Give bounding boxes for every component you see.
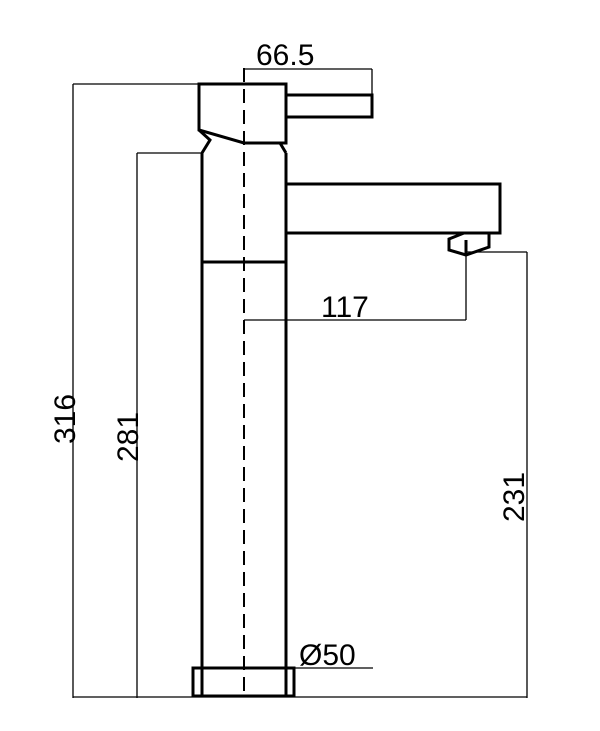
dim-label-total-height: 316: [49, 394, 82, 444]
handle-cap: [197, 82, 288, 145]
faucet-outline: [191, 82, 502, 698]
handle-lever: [286, 93, 374, 119]
dim-label-base-diameter: Ø50: [299, 639, 356, 672]
base-plate: [191, 666, 296, 698]
spout: [286, 182, 502, 235]
dimension-lines: [72, 68, 528, 698]
dim-label-spout-reach: 117: [321, 291, 369, 324]
aerator: [447, 231, 491, 257]
dim-label-spout-height: 231: [498, 472, 531, 522]
neck-transition: [197, 128, 288, 154]
dim-label-handle-reach: 66.5: [256, 39, 314, 72]
dim-label-body-height: 281: [112, 412, 145, 462]
main-column: [200, 153, 288, 668]
